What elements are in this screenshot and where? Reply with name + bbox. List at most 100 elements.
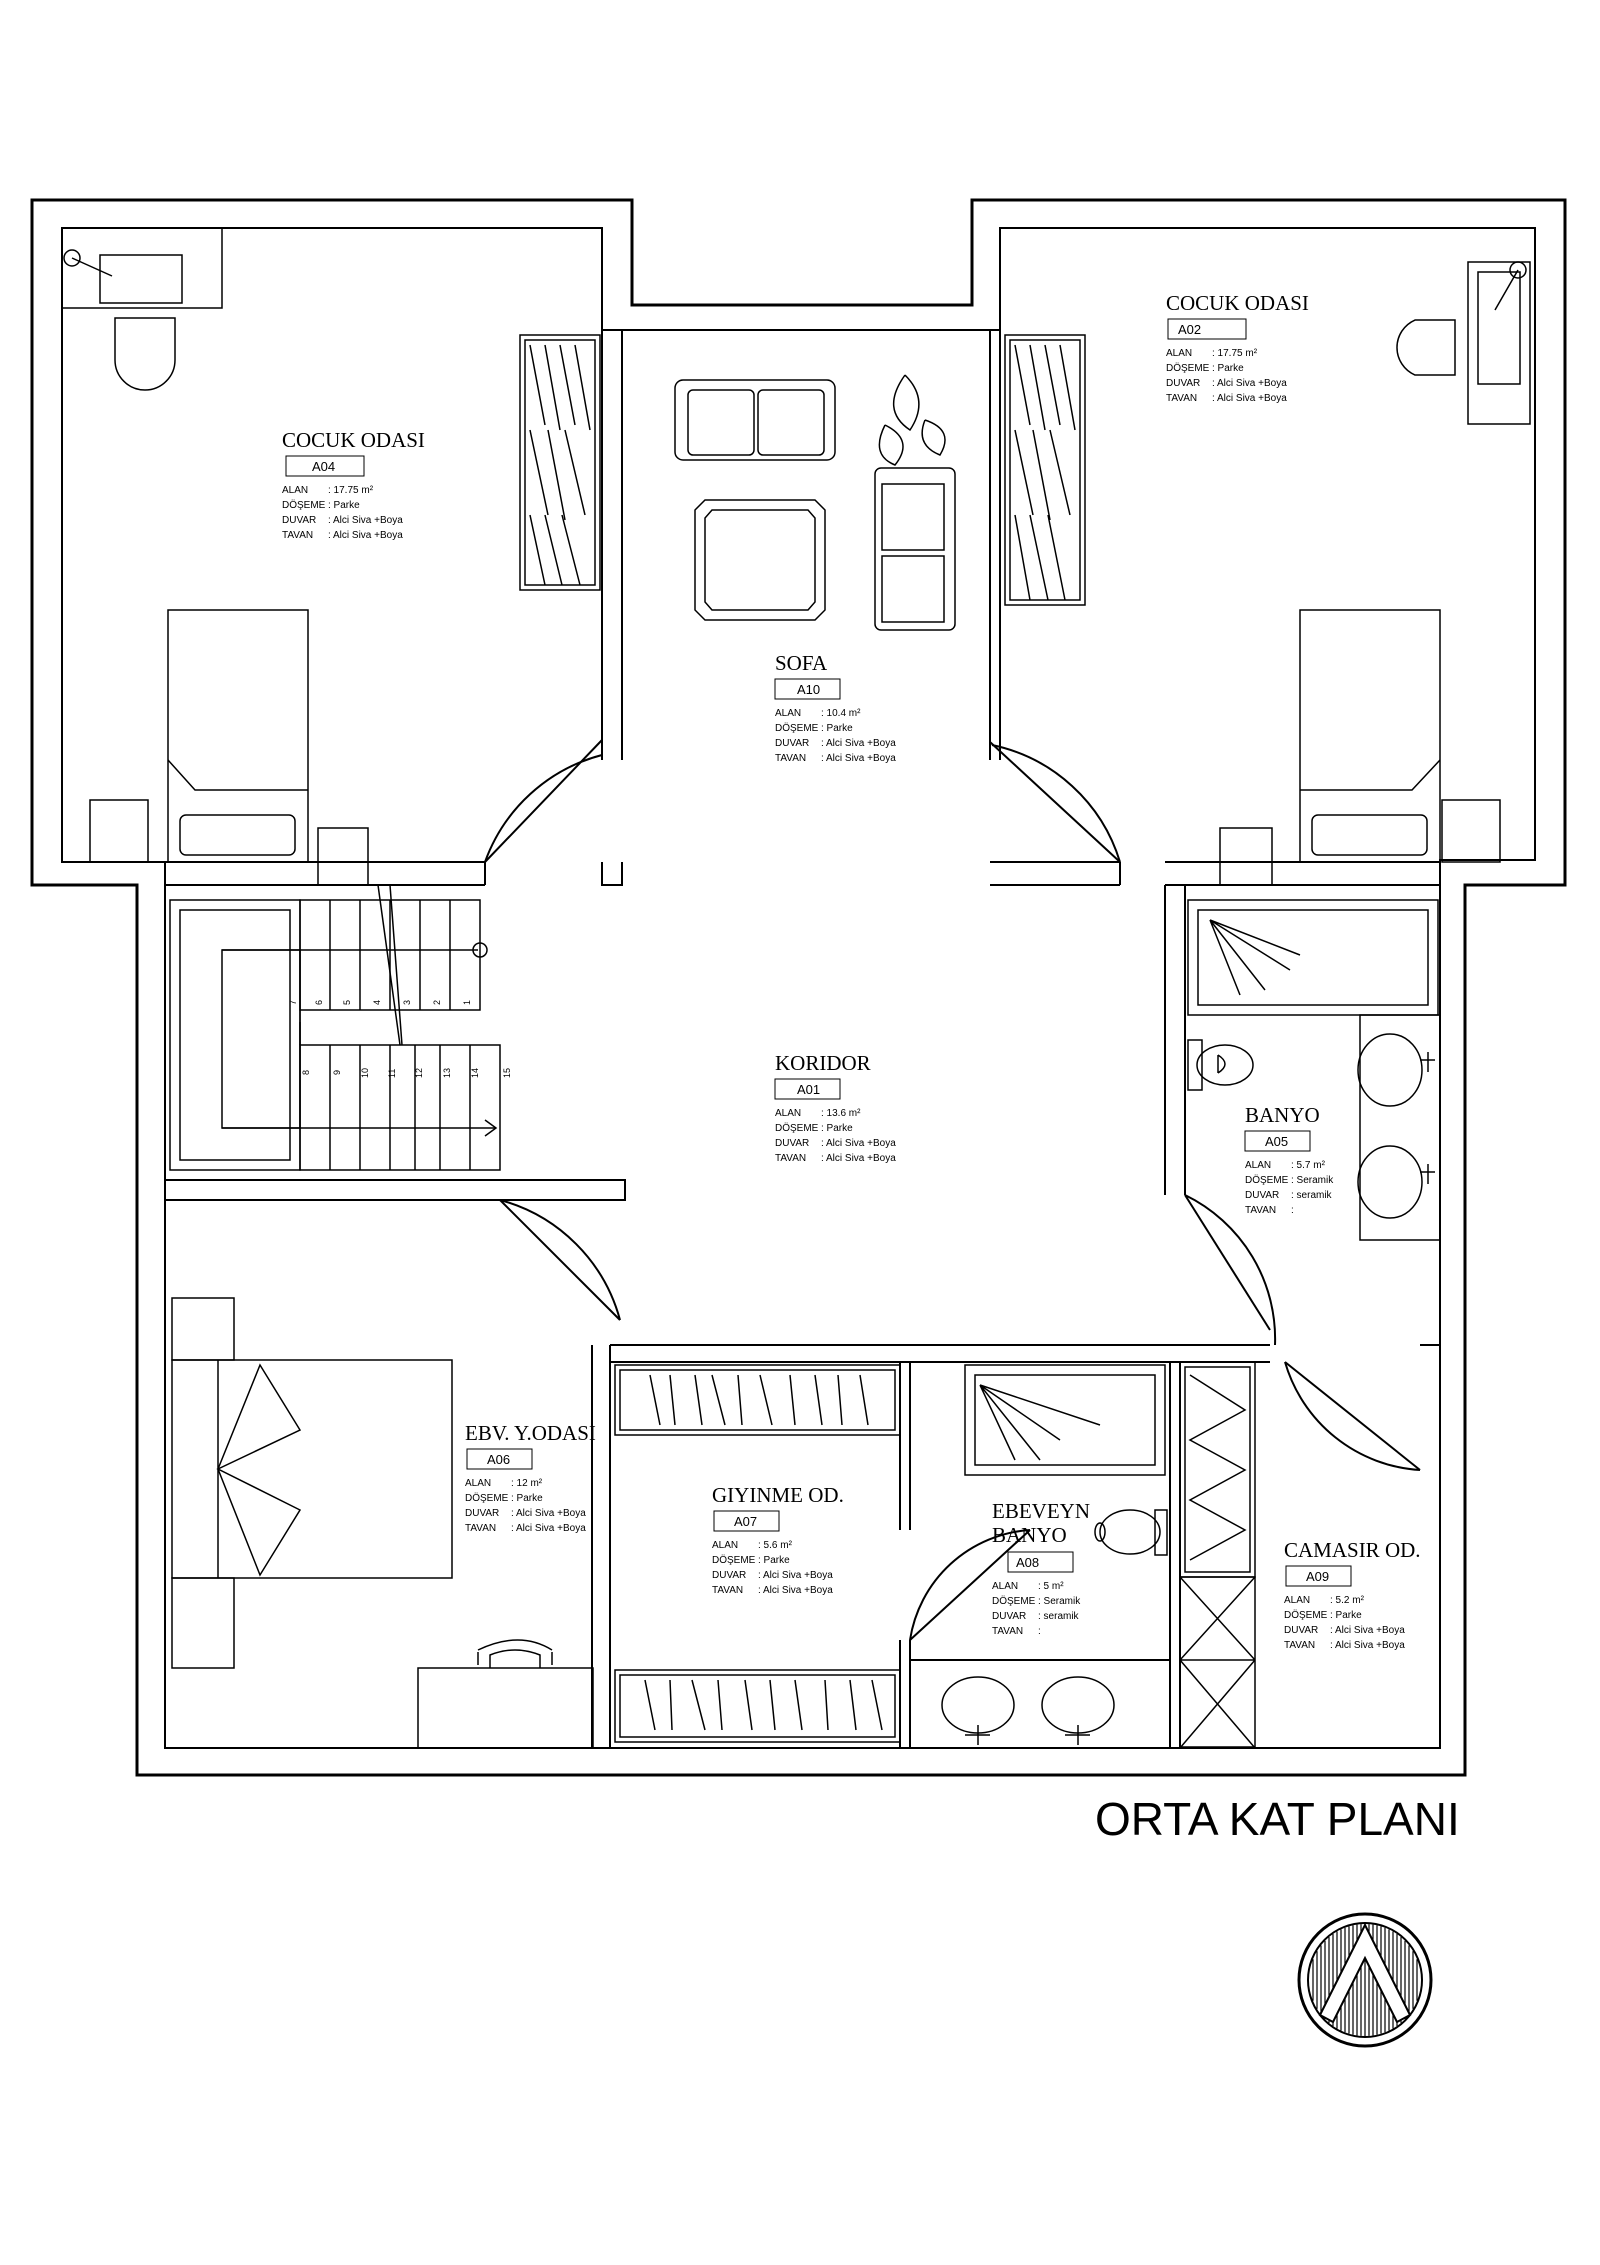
stair-step-6: 6 xyxy=(314,1000,324,1005)
area-label: ALAN xyxy=(282,485,308,496)
stair-step-10: 10 xyxy=(360,1068,370,1078)
stair-step-7: 7 xyxy=(288,1000,298,1005)
floor-value: : Parke xyxy=(511,1493,543,1504)
room-name: BANYO xyxy=(1245,1103,1320,1127)
room-code: A07 xyxy=(734,1514,757,1529)
room-name: GIYINME OD. xyxy=(712,1483,844,1507)
area-value: : 5.7 m² xyxy=(1291,1160,1326,1171)
area-label: ALAN xyxy=(1284,1595,1310,1606)
floor-value: : Parke xyxy=(821,1123,853,1134)
floor-label: DÖŞEME xyxy=(775,1122,819,1134)
room-code: A08 xyxy=(1016,1555,1039,1570)
stair-step-2: 2 xyxy=(432,1000,442,1005)
room-code: A10 xyxy=(797,682,820,697)
ceiling-label: TAVAN xyxy=(1284,1640,1315,1651)
wall-value: : Alci Siva +Boya xyxy=(1212,378,1287,389)
wall-label: DUVAR xyxy=(1284,1625,1318,1636)
ceiling-value: : xyxy=(1291,1205,1294,1216)
wall-label: DUVAR xyxy=(1245,1190,1279,1201)
wall-value: : Alci Siva +Boya xyxy=(1330,1625,1405,1636)
room-code: A01 xyxy=(797,1082,820,1097)
floor-value: : Parke xyxy=(758,1555,790,1566)
stair-step-3: 3 xyxy=(402,1000,412,1005)
ceiling-value: : Alci Siva +Boya xyxy=(328,530,403,541)
room-name: COCUK ODASI xyxy=(282,428,425,452)
wall-label: DUVAR xyxy=(992,1611,1026,1622)
ceiling-value: : Alci Siva +Boya xyxy=(1330,1640,1405,1651)
room-label-a06: EBV. Y.ODASI A06 ALAN : 12 m² DÖŞEME : P… xyxy=(465,1421,596,1534)
floor-value: : Parke xyxy=(821,723,853,734)
area-value: : 5.2 m² xyxy=(1330,1595,1365,1606)
area-label: ALAN xyxy=(775,708,801,719)
area-value: : 5.6 m² xyxy=(758,1540,793,1551)
room-label-a10: SOFA A10 ALAN : 10.4 m² DÖŞEME : Parke D… xyxy=(774,651,896,764)
area-value: : 17.75 m² xyxy=(328,485,374,496)
ceiling-value: : Alci Siva +Boya xyxy=(821,753,896,764)
north-arrow-icon xyxy=(1297,1912,1433,2048)
fixtures-bath-a08 xyxy=(910,1364,1170,1745)
furniture-laundry-a09 xyxy=(1179,1361,1256,1749)
fixtures-bath-a05 xyxy=(1187,899,1441,1241)
floor-value: : Seramik xyxy=(1038,1596,1081,1607)
room-code: A02 xyxy=(1178,322,1201,337)
area-label: ALAN xyxy=(712,1540,738,1551)
furniture-bedroom-a04 xyxy=(61,227,601,886)
ceiling-value: : Alci Siva +Boya xyxy=(511,1523,586,1534)
ceiling-label: TAVAN xyxy=(775,753,806,764)
floor-label: DÖŞEME xyxy=(282,499,326,511)
area-value: : 12 m² xyxy=(511,1478,543,1489)
furniture-sofa-a10 xyxy=(674,374,956,631)
wall-label: DUVAR xyxy=(465,1508,499,1519)
area-label: ALAN xyxy=(775,1108,801,1119)
room-code: A04 xyxy=(312,459,335,474)
wall-value: : seramik xyxy=(1038,1611,1080,1622)
stair-step-5: 5 xyxy=(342,1000,352,1005)
area-label: ALAN xyxy=(1245,1160,1271,1171)
stair-step-9: 9 xyxy=(332,1070,342,1075)
staircase xyxy=(169,884,501,1171)
ceiling-label: TAVAN xyxy=(465,1523,496,1534)
ceiling-value: : Alci Siva +Boya xyxy=(758,1585,833,1596)
room-label-a08: EBEVEYN BANYO A08 ALAN : 5 m² DÖŞEME : S… xyxy=(992,1499,1090,1637)
wall-label: DUVAR xyxy=(1166,378,1200,389)
room-label-a02: COCUK ODASI A02 ALAN : 17.75 m² DÖŞEME :… xyxy=(1166,291,1309,404)
ceiling-label: TAVAN xyxy=(282,530,313,541)
room-name-line-1: EBEVEYN xyxy=(992,1499,1090,1523)
wall-value: : Alci Siva +Boya xyxy=(328,515,403,526)
wall-value: : seramik xyxy=(1291,1190,1333,1201)
wall-value: : Alci Siva +Boya xyxy=(511,1508,586,1519)
furniture-bedroom-a06 xyxy=(171,1297,594,1749)
room-code: A09 xyxy=(1306,1569,1329,1584)
room-code: A05 xyxy=(1265,1134,1288,1149)
wall-value: : Alci Siva +Boya xyxy=(758,1570,833,1581)
stair-step-14: 14 xyxy=(470,1068,480,1078)
stair-step-12: 12 xyxy=(414,1068,424,1078)
ceiling-label: TAVAN xyxy=(775,1153,806,1164)
room-name: KORIDOR xyxy=(775,1051,871,1075)
floor-value: : Parke xyxy=(328,500,360,511)
wall-label: DUVAR xyxy=(282,515,316,526)
floor-label: DÖŞEME xyxy=(1245,1174,1289,1186)
floor-value: : Parke xyxy=(1212,363,1244,374)
doors[interactable] xyxy=(484,739,1421,1641)
floor-label: DÖŞEME xyxy=(775,722,819,734)
room-name: EBV. Y.ODASI xyxy=(465,1421,596,1445)
room-name: CAMASIR OD. xyxy=(1284,1538,1421,1562)
area-value: : 17.75 m² xyxy=(1212,348,1258,359)
stair-step-8: 8 xyxy=(301,1070,311,1075)
room-label-a07: GIYINME OD. A07 ALAN : 5.6 m² DÖŞEME : P… xyxy=(712,1483,844,1596)
wall-label: DUVAR xyxy=(775,738,809,749)
floor-label: DÖŞEME xyxy=(712,1554,756,1566)
ceiling-label: TAVAN xyxy=(992,1626,1023,1637)
ceiling-value: : xyxy=(1038,1626,1041,1637)
stair-step-4: 4 xyxy=(372,1000,382,1005)
floor-label: DÖŞEME xyxy=(992,1595,1036,1607)
interior-walls xyxy=(164,330,1440,1748)
stair-number-labels: 1 2 3 4 5 6 7 8 9 10 11 12 13 14 15 xyxy=(288,1000,512,1078)
ceiling-value: : Alci Siva +Boya xyxy=(1212,393,1287,404)
plan-title: ORTA KAT PLANI xyxy=(1095,1793,1460,1845)
ceiling-label: TAVAN xyxy=(1245,1205,1276,1216)
furniture-dressing-a07 xyxy=(614,1364,901,1743)
stair-step-13: 13 xyxy=(442,1068,452,1078)
